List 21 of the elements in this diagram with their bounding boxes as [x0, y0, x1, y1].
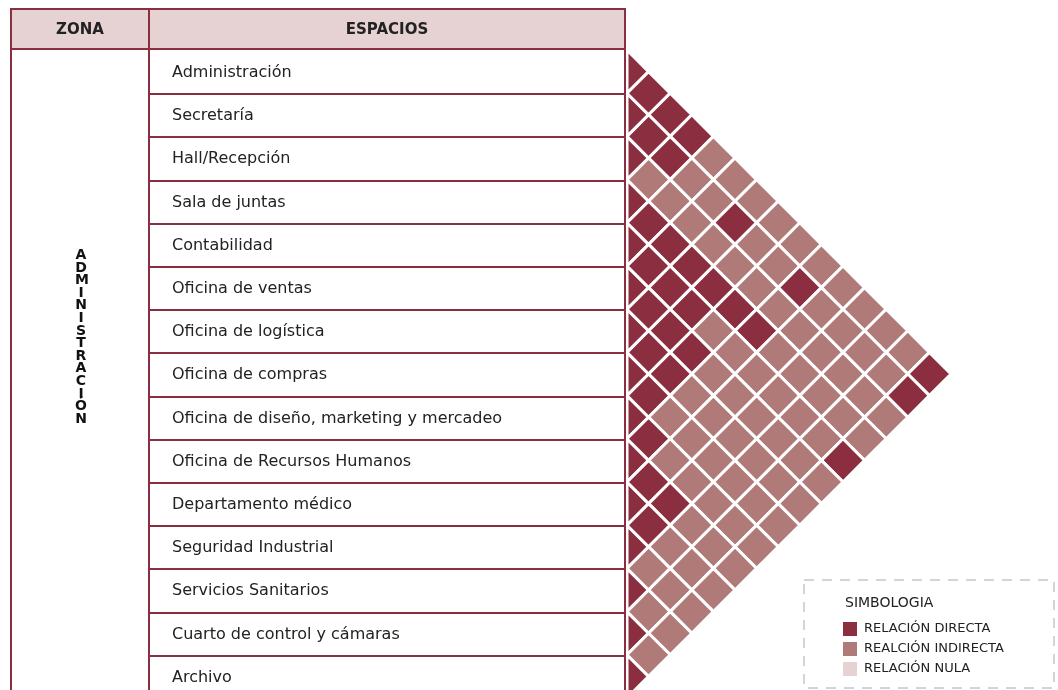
space-cell: Hall/Recepción	[148, 136, 626, 182]
space-cell: Oficina de compras	[148, 352, 626, 398]
space-cell: Departamento médico	[148, 482, 626, 528]
column-header: ZONA	[10, 8, 150, 50]
space-cell: Servicios Sanitarios	[148, 568, 626, 614]
legend-label: REALCIÓN INDIRECTA	[864, 640, 1005, 657]
space-cell: Sala de juntas	[148, 179, 626, 225]
space-cell: Administración	[148, 50, 626, 96]
space-cell: Oficina de Recursos Humanos	[148, 438, 626, 484]
space-cell: Cuarto de control y cámaras	[148, 611, 626, 657]
space-cell: Contabilidad	[148, 222, 626, 268]
column-header: ESPACIOS	[148, 8, 626, 50]
legend-label: RELACIÓN NULA	[864, 660, 972, 677]
space-cell: Oficina de diseño, marketing y mercadeo	[148, 395, 626, 441]
zone-label: ADMINISTRACIÓN	[75, 248, 87, 425]
legend-label: RELACIÓN DIRECTA	[864, 620, 992, 637]
space-cell: Seguridad Industrial	[148, 525, 626, 571]
space-cell: Oficina de logística	[148, 309, 626, 355]
space-cell: Oficina de ventas	[148, 266, 626, 312]
space-cell: Secretaría	[148, 93, 626, 139]
legend-title: SIMBOLOGIA	[845, 594, 935, 612]
